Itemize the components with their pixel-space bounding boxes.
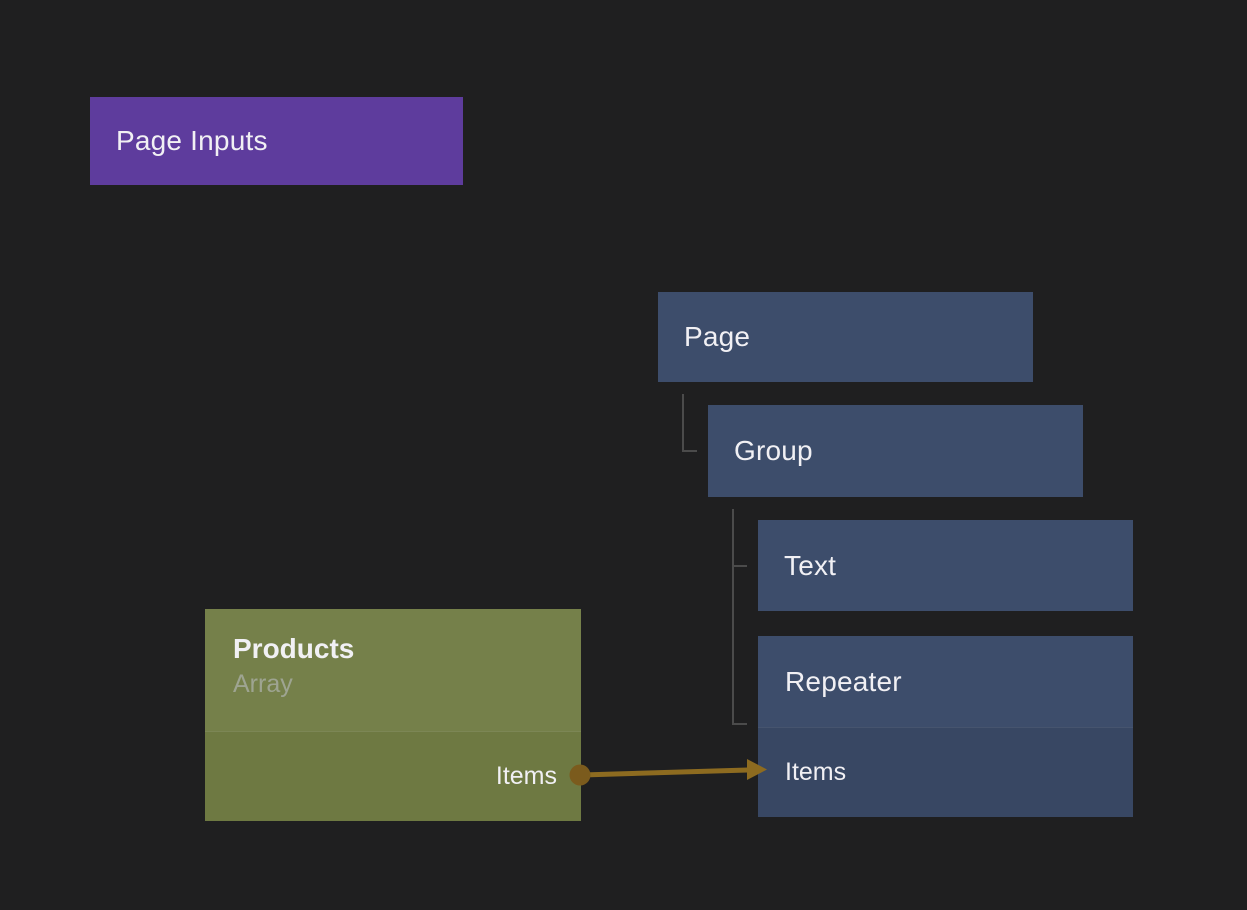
- node-repeater-label: Repeater: [785, 665, 902, 697]
- node-text-label: Text: [784, 549, 837, 581]
- node-page-inputs-label: Page Inputs: [116, 125, 268, 156]
- node-products-header[interactable]: Products Array: [205, 609, 581, 731]
- node-page-label: Page: [684, 321, 751, 352]
- node-page-inputs[interactable]: Page Inputs: [90, 97, 463, 185]
- node-products-type-label: Array: [233, 670, 293, 698]
- node-text[interactable]: Text: [758, 520, 1133, 611]
- node-group-label: Group: [734, 435, 813, 466]
- node-repeater[interactable]: Repeater Items: [758, 636, 1133, 817]
- node-products[interactable]: Products Array Items: [205, 609, 581, 821]
- tree-connector-page-group: [682, 394, 697, 452]
- tree-connector-group-text: [732, 509, 747, 567]
- products-items-port-label: Items: [495, 762, 557, 790]
- node-group[interactable]: Group: [708, 405, 1083, 497]
- tree-connector-group-repeater: [732, 566, 747, 725]
- products-items-output-port[interactable]: Items: [205, 731, 581, 821]
- node-products-title: Products: [233, 633, 355, 664]
- node-repeater-header[interactable]: Repeater: [758, 636, 1133, 727]
- repeater-items-port-label: Items: [785, 758, 847, 786]
- binding-wire[interactable]: [581, 767, 749, 778]
- repeater-items-input-port[interactable]: Items: [758, 727, 1133, 817]
- node-page[interactable]: Page: [658, 292, 1033, 382]
